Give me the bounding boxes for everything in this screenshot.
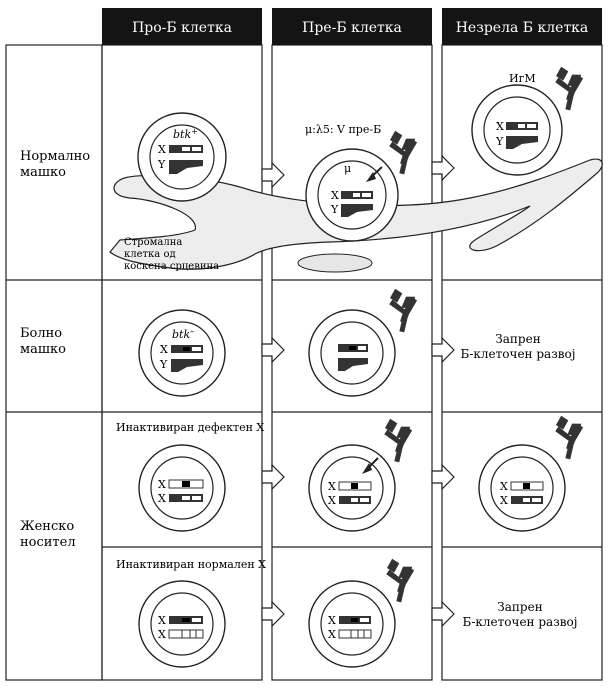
transition-arrow-icon xyxy=(261,464,285,490)
y-chromosome xyxy=(506,136,538,149)
x-chromosome-inactive-defective xyxy=(338,481,372,491)
arrow-icon xyxy=(362,457,379,474)
header-pro-b: Про-Б клетка xyxy=(132,20,232,36)
cell-normal-male-immature-b: X Y xyxy=(471,84,563,176)
x-chromosome-inactive-defective xyxy=(168,479,204,489)
transition-arrow-icon xyxy=(261,337,285,363)
header-immature-b: Незрела Б клетка xyxy=(456,20,589,36)
header-pro-b-bg xyxy=(102,8,262,45)
antibody-icon xyxy=(383,554,421,605)
chromosome-x-label: X xyxy=(328,628,336,641)
chromosome-x-label: X xyxy=(331,189,339,202)
x-chromosome-active-normal xyxy=(169,494,203,502)
header-immature-b-bg xyxy=(442,8,602,45)
x-chromosome-inactive-normal xyxy=(168,629,204,639)
transition-arrow-icon xyxy=(261,601,285,627)
transition-arrow-icon xyxy=(431,337,455,363)
chromosome-x-label: X xyxy=(160,343,168,356)
x-chromosome-active-defective xyxy=(169,616,203,624)
cell-female-carrier-pro-b-2: X X xyxy=(138,580,226,668)
header-pre-b: Пре-Б клетка xyxy=(302,20,402,36)
chromosome-x-label: X xyxy=(158,628,166,641)
arrow-icon xyxy=(366,166,383,182)
cell-female-carrier-pre-b-1: X X xyxy=(308,444,396,532)
antibody-icon xyxy=(381,414,419,465)
cell-affected-male-pro-b: btk– X Y xyxy=(138,309,226,397)
x-chromosome-defective xyxy=(338,344,368,352)
antibody-icon xyxy=(552,62,590,113)
antibody-icon xyxy=(552,411,590,462)
cell-normal-male-pro-b: btk+ X Y xyxy=(137,112,227,202)
x-chromosome-inactive-defective xyxy=(510,481,544,491)
chromosome-x-label: X xyxy=(328,614,336,627)
transition-arrow-icon xyxy=(261,162,285,188)
x-chromosome-active-defective xyxy=(339,616,371,624)
transition-arrow-icon xyxy=(431,601,455,627)
chromosome-x-label: X xyxy=(328,480,336,493)
chromosome-y-label: Y xyxy=(159,358,168,371)
x-chromosome xyxy=(341,191,373,199)
chromosome-x-label: X xyxy=(500,480,508,493)
chromosome-x-label: X xyxy=(500,494,508,507)
cell-affected-male-pre-b xyxy=(308,309,396,397)
chromosome-y-label: Y xyxy=(495,135,504,148)
x-chromosome-active-normal xyxy=(511,496,543,504)
row-label-column xyxy=(5,44,103,681)
cell-female-carrier-pre-b-2: X X xyxy=(308,580,396,668)
row-dividers xyxy=(6,279,602,548)
x-chromosome-inactive-normal xyxy=(338,629,372,639)
transition-arrow-icon xyxy=(431,464,455,490)
chromosome-x-label: X xyxy=(158,143,166,156)
chromosome-y-label: Y xyxy=(157,158,166,171)
chromosome-x-label: X xyxy=(158,492,166,505)
btk-minus-label: btk– xyxy=(172,327,194,341)
mu-label: μ xyxy=(344,162,351,175)
y-chromosome xyxy=(171,359,203,372)
x-chromosome-active-normal xyxy=(339,496,371,504)
chromosome-x-label: X xyxy=(158,478,166,491)
x-chromosome xyxy=(506,122,538,130)
chromosome-x-label: X xyxy=(496,120,504,133)
chromosome-y-label: Y xyxy=(330,203,339,216)
cell-female-carrier-pro-b-1: X X xyxy=(138,444,226,532)
x-chromosome xyxy=(169,145,203,153)
y-chromosome xyxy=(341,204,373,217)
mu-lambda5-label: μ:λ5: V пре-Б xyxy=(305,123,381,136)
stromal-cell-nucleus xyxy=(297,253,373,273)
chromosome-x-label: X xyxy=(158,614,166,627)
transition-arrow-icon xyxy=(431,155,455,181)
antibody-icon xyxy=(386,126,424,177)
cell-female-carrier-immature-b: X X xyxy=(478,444,566,532)
cell-normal-male-pre-b: μ X Y xyxy=(305,148,399,242)
x-chromosome-defective xyxy=(171,345,203,353)
antibody-icon xyxy=(386,284,424,335)
inactivated-normal-x-label: Инактивиран нормален X xyxy=(116,558,266,571)
chromosome-x-label: X xyxy=(328,494,336,507)
igm-label: ИгМ xyxy=(509,72,536,85)
y-chromosome xyxy=(169,160,203,174)
y-chromosome xyxy=(338,358,368,371)
header-pre-b-bg xyxy=(272,8,432,45)
btk-plus-label: btk+ xyxy=(173,127,198,141)
inactivated-defective-x-label: Инактивиран дефектен X xyxy=(116,421,264,434)
